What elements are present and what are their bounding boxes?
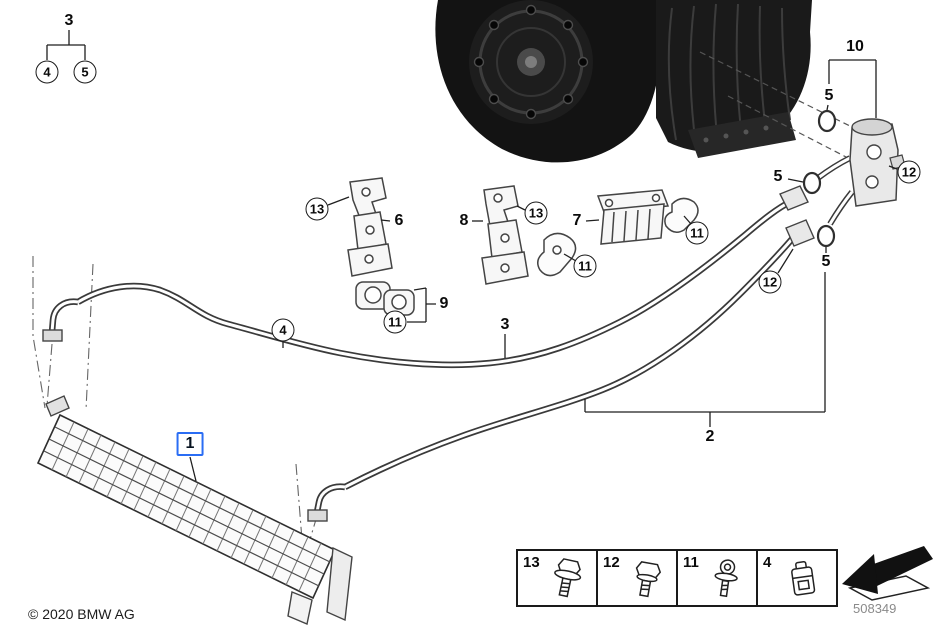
transmission-illustration	[435, 0, 812, 163]
callout-13-bracket6[interactable]: 13	[305, 197, 329, 221]
legend-item-13[interactable]: 13	[518, 551, 598, 605]
copyright-notice: © 2020 BMW AG	[28, 606, 135, 622]
callout-7[interactable]: 7	[572, 212, 582, 229]
bracket-6-illustration	[347, 177, 393, 277]
legend-label-13: 13	[523, 554, 540, 571]
connector-10-illustration	[816, 118, 906, 226]
direction-arrow-icon	[842, 546, 933, 601]
fastener-legend: 13 12	[516, 549, 838, 607]
callout-5-oring-bottom[interactable]: 5	[821, 253, 831, 270]
callout-12-pipe[interactable]: 12	[758, 270, 782, 294]
clip-11-illustration-a	[537, 232, 577, 277]
bracket-7-illustration	[596, 189, 670, 245]
pipe-2-illustration	[307, 219, 815, 522]
callout-4-top[interactable]: 4	[35, 60, 59, 84]
callout-1-oil-cooler[interactable]: 1	[176, 432, 204, 456]
callout-5-oring-top[interactable]: 5	[824, 87, 834, 104]
callout-3-pipe[interactable]: 3	[500, 316, 510, 333]
callout-5-oring-mid[interactable]: 5	[773, 168, 783, 185]
o-ring-illustration	[802, 109, 837, 248]
leader-lines	[46, 30, 898, 482]
callout-9[interactable]: 9	[439, 295, 449, 312]
legend-item-11[interactable]: 11	[678, 551, 758, 605]
diagram-number: 508349	[853, 601, 897, 616]
bracket-8-illustration	[481, 185, 529, 285]
callout-11-clip7[interactable]: 11	[685, 221, 709, 245]
callout-13-bracket8[interactable]: 13	[524, 201, 548, 225]
clamp-9-illustration	[355, 281, 415, 316]
legend-label-12: 12	[603, 554, 620, 571]
clip-icon	[790, 560, 815, 596]
callout-8[interactable]: 8	[459, 212, 469, 229]
callout-11-clip8[interactable]: 11	[573, 254, 597, 278]
callout-5-top[interactable]: 5	[73, 60, 97, 84]
callout-3-top[interactable]: 3	[64, 12, 74, 29]
callout-12-connector[interactable]: 12	[897, 160, 921, 184]
screw-icon	[714, 559, 739, 598]
callout-2-pipe[interactable]: 2	[705, 428, 715, 445]
legend-item-12[interactable]: 12	[598, 551, 678, 605]
callout-11-clamp9[interactable]: 11	[383, 310, 407, 334]
callout-10[interactable]: 10	[846, 38, 864, 55]
callout-4-pipe-clip[interactable]: 4	[271, 318, 295, 342]
flange-bolt-icon	[553, 558, 581, 598]
hex-bolt-icon	[635, 561, 661, 598]
legend-label-4: 4	[763, 554, 772, 571]
legend-item-4[interactable]: 4	[758, 551, 836, 605]
oil-cooler-illustration	[36, 395, 353, 625]
legend-label-11: 11	[683, 554, 699, 571]
callout-6[interactable]: 6	[394, 212, 404, 229]
pipe-3-illustration	[42, 185, 809, 369]
